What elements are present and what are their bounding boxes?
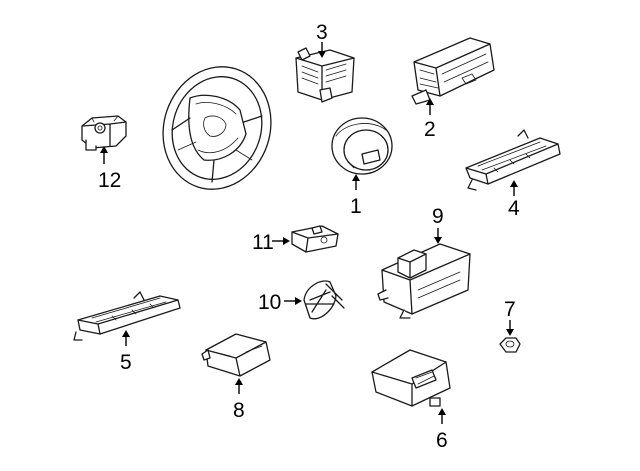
callout-7: 7	[504, 298, 516, 336]
callout-label-6: 6	[436, 429, 448, 452]
part-6-module	[371, 349, 451, 407]
callout-label-4: 4	[508, 197, 520, 220]
steering-wheel	[162, 66, 272, 190]
part-10-clip	[303, 280, 345, 320]
callout-label-11: 11	[252, 231, 274, 254]
part-9-control-unit	[377, 243, 471, 319]
part-4-knee-airbag	[465, 129, 561, 191]
callout-4: 4	[508, 180, 520, 220]
callout-label-9: 9	[432, 205, 444, 228]
callout-label-10: 10	[258, 291, 281, 314]
callout-label-1: 1	[350, 195, 362, 218]
callout-label-2: 2	[424, 118, 436, 141]
part-5-bracket	[73, 291, 181, 341]
callout-label-5: 5	[120, 351, 132, 374]
callout-9: 9	[432, 205, 444, 244]
callout-label-12: 12	[98, 169, 121, 192]
callout-label-8: 8	[233, 399, 245, 422]
callout-label-7: 7	[504, 298, 516, 321]
callout-1: 1	[350, 174, 362, 218]
callout-2: 2	[424, 98, 436, 141]
part-8-module	[201, 333, 271, 377]
callout-8: 8	[233, 378, 245, 422]
callout-5: 5	[120, 330, 132, 374]
part-1-driver-airbag	[331, 117, 393, 175]
part-7-nut	[499, 337, 521, 353]
callout-6: 6	[436, 408, 448, 452]
part-11-sensor	[291, 225, 339, 253]
callout-11: 11	[252, 231, 290, 254]
callout-10: 10	[258, 291, 302, 314]
callout-12: 12	[98, 146, 121, 192]
part-2-passenger-airbag	[411, 37, 495, 105]
callout-3: 3	[316, 21, 328, 58]
part-3-module	[295, 47, 355, 103]
part-12-crash-sensor	[81, 115, 127, 151]
callout-label-3: 3	[316, 21, 328, 44]
